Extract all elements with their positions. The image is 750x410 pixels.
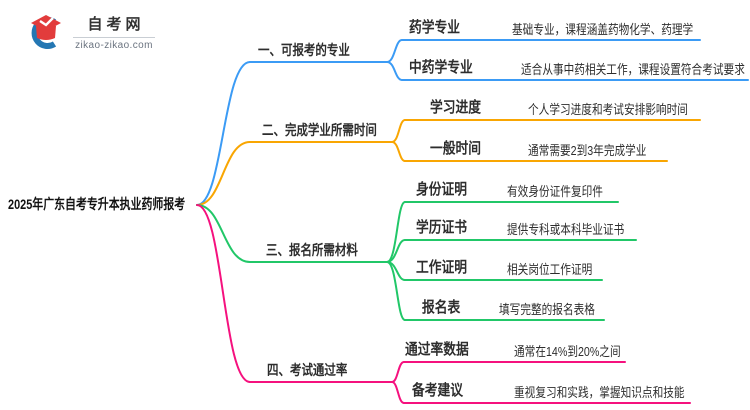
branch-3-child-1-label: 身份证明 bbox=[416, 181, 468, 198]
logo-cap-front bbox=[36, 26, 56, 40]
branch-3-child-1-desc: 有效身份证件复印件 bbox=[507, 184, 603, 199]
logo-site-url: zikao-zikao.com bbox=[75, 40, 153, 51]
branch-1-root-link bbox=[196, 61, 251, 206]
branch-4-fork-up bbox=[391, 361, 405, 383]
branch-2-fork-down bbox=[391, 141, 406, 162]
branch-4-child-2-desc: 重视复习和实践，掌握知识点和技能 bbox=[514, 385, 685, 400]
branch-2-child-1-desc: 个人学习进度和考试安排影响时间 bbox=[528, 102, 688, 117]
logo-divider bbox=[73, 37, 155, 38]
branch-3-child-3-desc: 相关岗位工作证明 bbox=[507, 262, 593, 277]
branch-2-child-2-label: 一般时间 bbox=[430, 140, 482, 157]
branch-3-child-4-label: 报名表 bbox=[422, 299, 461, 316]
branch-2-fork-up bbox=[391, 119, 406, 143]
branch-2-child-2-desc: 通常需要2到3年完成学业 bbox=[528, 143, 647, 158]
branch-4-child-2-label: 备考建议 bbox=[412, 382, 464, 399]
branch-3-child-3-label: 工作证明 bbox=[416, 259, 468, 276]
branch-2-lines bbox=[196, 119, 701, 206]
branch-1-fork-up bbox=[386, 39, 403, 63]
branch-1-lines bbox=[196, 39, 749, 206]
branch-3-child-2-label: 学历证书 bbox=[416, 219, 468, 236]
graduation-cap-icon bbox=[31, 15, 61, 49]
branch-2-child-1-label: 学习进度 bbox=[430, 99, 482, 116]
branch-1-child-2-desc: 适合从事中药相关工作，课程设置符合考试要求 bbox=[521, 62, 745, 77]
branch-3-label: 三、报名所需材料 bbox=[266, 242, 358, 258]
logo-cap-check bbox=[39, 17, 54, 27]
branch-4-fork-down bbox=[391, 381, 405, 404]
branch-1-label: 一、可报考的专业 bbox=[258, 42, 350, 58]
logo-site-name: 自考网 bbox=[87, 16, 145, 33]
branch-4-child-1-desc: 通常在14%到20%之间 bbox=[514, 344, 621, 359]
logo-text-block: 自考网 zikao-zikao.com bbox=[73, 13, 155, 51]
branch-2-label: 二、完成学业所需时间 bbox=[262, 122, 377, 138]
branch-1-fork-down bbox=[386, 61, 403, 81]
branch-3-child-4-desc: 填写完整的报名表格 bbox=[499, 302, 595, 317]
branch-4-label: 四、考试通过率 bbox=[267, 362, 348, 378]
branch-3-fork-4 bbox=[386, 261, 406, 321]
root-node: 2025年广东自考专升本执业药师报考 bbox=[8, 196, 186, 212]
branch-3-child-2-desc: 提供专科或本科毕业证书 bbox=[507, 222, 625, 237]
branch-3-fork-1 bbox=[386, 201, 406, 263]
branch-4-child-1-label: 通过率数据 bbox=[405, 341, 469, 358]
branch-1-child-1-label: 药学专业 bbox=[409, 19, 461, 36]
branch-3-root-link bbox=[196, 204, 251, 263]
branch-4-root-link bbox=[196, 204, 251, 383]
branch-1-child-1-desc: 基础专业，课程涵盖药物化学、药理学 bbox=[512, 22, 694, 37]
site-logo: 自考网 zikao-zikao.com bbox=[28, 12, 155, 52]
branch-3-lines bbox=[196, 201, 637, 321]
branch-2-root-link bbox=[196, 141, 251, 206]
branch-1-child-2-label: 中药学专业 bbox=[409, 59, 473, 76]
branch-4-lines bbox=[196, 204, 691, 404]
